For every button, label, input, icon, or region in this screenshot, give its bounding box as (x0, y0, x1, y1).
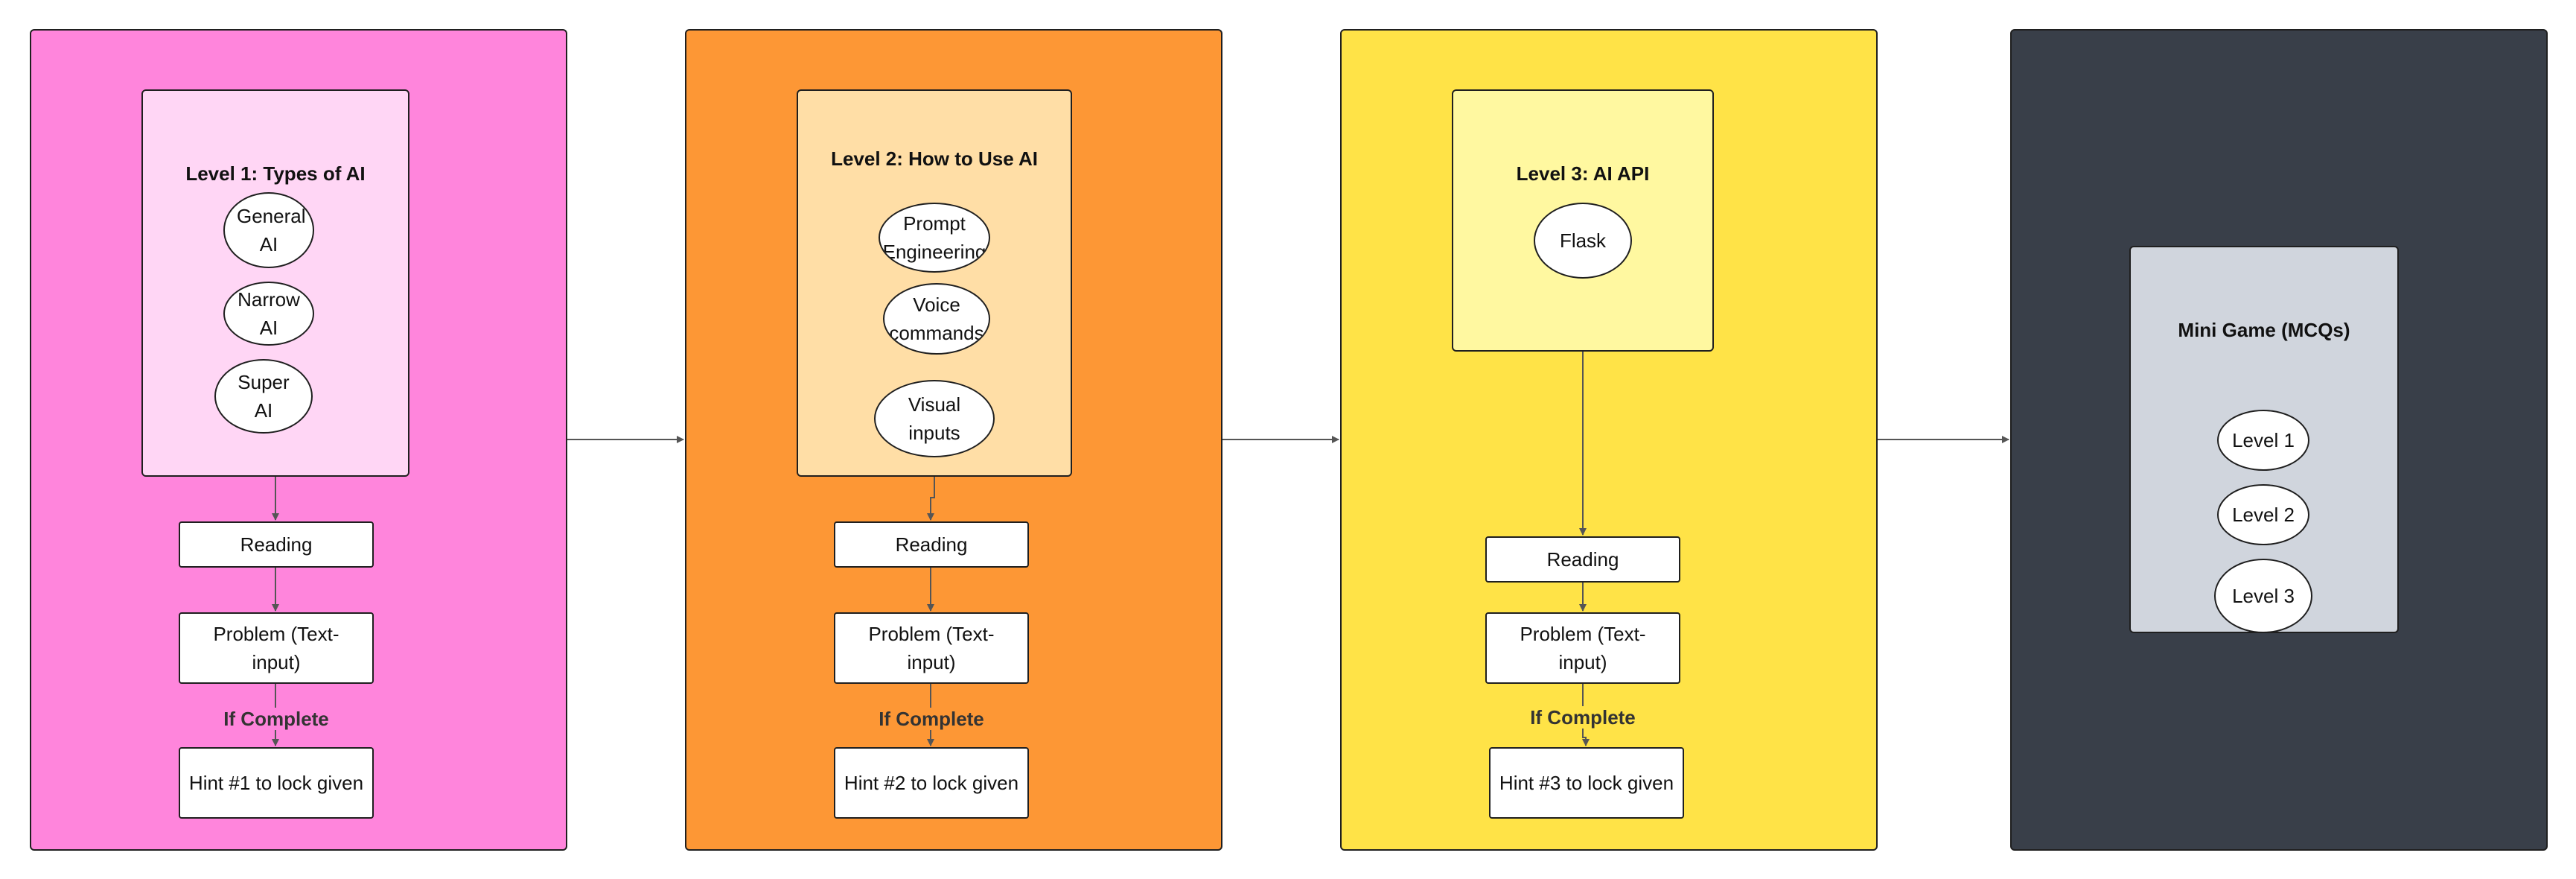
reading-label: Reading (240, 533, 313, 556)
level-1-hint-box: Hint #1 to lock given (179, 747, 374, 819)
concept-narrow-ai: Narrow AI (223, 282, 314, 346)
hint-label: Hint #3 to lock given (1499, 772, 1674, 794)
minigame-level-2: Level 2 (2217, 484, 2309, 545)
level-1-condition-label: If Complete (223, 708, 329, 730)
problem-label: Problem (Text-input) (1520, 623, 1646, 673)
concept-general-ai: General AI (223, 192, 314, 268)
level-1-problem-box: Problem (Text-input) (179, 612, 374, 684)
minigame-level-label: Level 3 (2232, 585, 2295, 607)
level-3-condition-label: If Complete (1530, 706, 1636, 729)
concept-label: Super AI (237, 371, 290, 422)
concept-label: Prompt Engineering (882, 212, 986, 263)
minigame-level-3: Level 3 (2214, 559, 2312, 633)
concept-flask: Flask (1534, 203, 1632, 279)
concept-super-ai: Super AI (214, 359, 313, 434)
problem-label: Problem (Text-input) (868, 623, 995, 673)
problem-label: Problem (Text-input) (213, 623, 339, 673)
reading-label: Reading (895, 533, 968, 556)
minigame-level-label: Level 2 (2232, 504, 2295, 526)
level-2-problem-box: Problem (Text-input) (834, 612, 1029, 684)
level-2-hint-box: Hint #2 to lock given (834, 747, 1029, 819)
concept-prompt-engineering: Prompt Engineering (879, 203, 990, 273)
concept-voice-commands: Voice commands (883, 283, 990, 355)
concept-label: General AI (237, 205, 306, 256)
level-2-condition-label: If Complete (879, 708, 984, 730)
concept-visual-inputs: Visual inputs (874, 380, 995, 457)
level-1-reading-box: Reading (179, 521, 374, 568)
level-1-title: Level 1: Types of AI (185, 162, 366, 185)
hint-label: Hint #1 to lock given (188, 772, 364, 794)
reading-label: Reading (1546, 548, 1619, 571)
arrow-l2-card-to-reading (927, 477, 935, 521)
minigame-level-1: Level 1 (2217, 410, 2309, 471)
minigame-title: Mini Game (MCQs) (2178, 319, 2350, 341)
arrow-l3-problem-to-hint (1582, 729, 1590, 746)
level-2-title: Level 2: How to Use AI (831, 147, 1038, 170)
level-3-problem-box: Problem (Text-input) (1485, 612, 1680, 684)
level-3-title: Level 3: AI API (1516, 162, 1650, 185)
concept-label: Voice commands (889, 293, 984, 344)
minigame-level-label: Level 1 (2232, 429, 2295, 451)
concept-label: Flask (1559, 229, 1607, 252)
hint-label: Hint #2 to lock given (844, 772, 1019, 794)
level-3-hint-box: Hint #3 to lock given (1489, 747, 1684, 819)
concept-label: Visual inputs (908, 393, 961, 444)
level-2-reading-box: Reading (834, 521, 1029, 568)
concept-label: Narrow AI (237, 288, 300, 339)
level-3-reading-box: Reading (1485, 536, 1680, 583)
